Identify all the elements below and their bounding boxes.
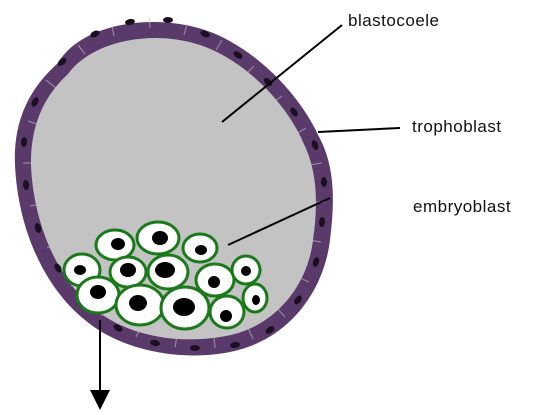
trophoblast-leader (318, 128, 400, 132)
embryoblast-nucleus (129, 295, 147, 311)
embryoblast-nucleus (152, 231, 168, 245)
label-blastocoele: blastocoele (348, 11, 440, 30)
label-trophoblast: trophoblast (412, 117, 502, 136)
embryoblast-nucleus (155, 262, 175, 278)
embryoblast-nucleus (252, 295, 260, 305)
trophoblast-nucleus (190, 345, 200, 351)
embryoblast-nucleus (120, 263, 136, 277)
embryoblast-nucleus (111, 238, 125, 250)
embryoblast-nucleus (173, 298, 195, 316)
embryoblast-nucleus (195, 245, 207, 255)
embryoblast-nucleus (90, 285, 106, 299)
embryoblast-nucleus (220, 310, 232, 322)
embryoblast-nucleus (74, 265, 86, 275)
trophoblast-nucleus (163, 17, 173, 23)
label-embryoblast: embryoblast (413, 197, 511, 216)
embryoblast-nucleus (208, 276, 220, 288)
embryoblast-nucleus (241, 266, 251, 276)
